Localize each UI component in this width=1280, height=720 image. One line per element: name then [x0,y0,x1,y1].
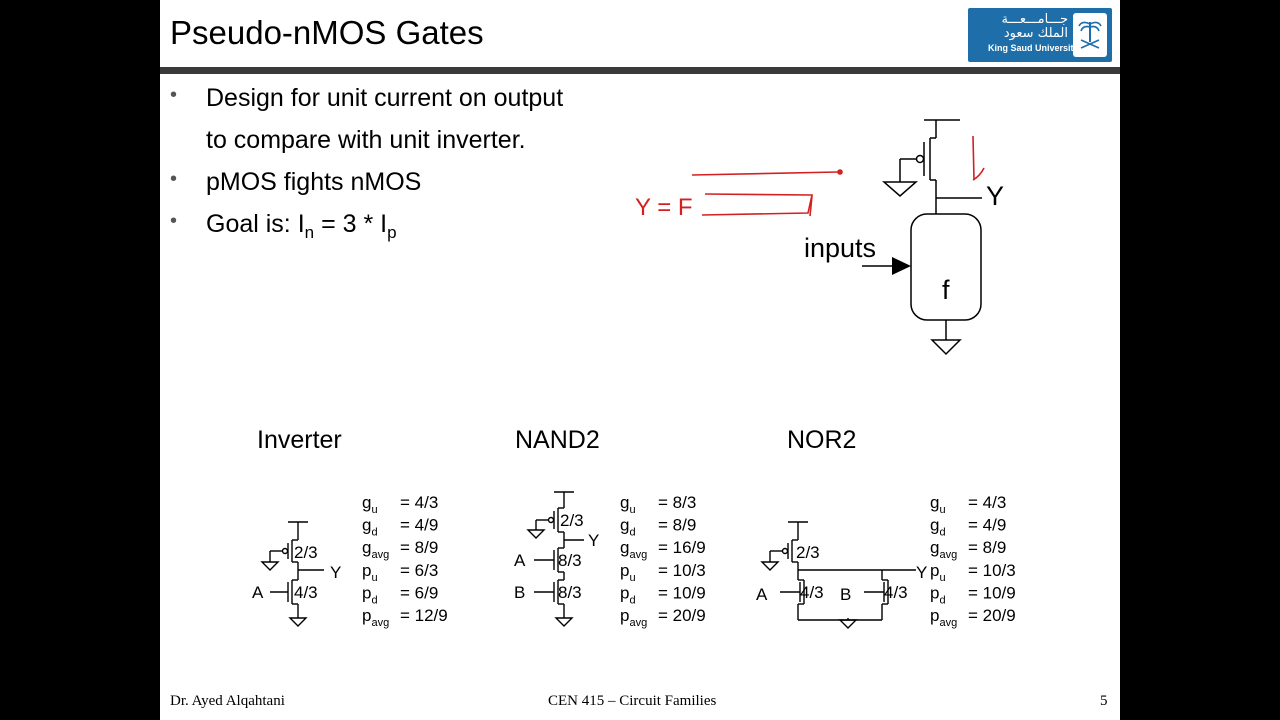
inverter-schematic: 2/3 4/3 A Y [252,521,341,627]
param-symbol: gd [930,516,946,539]
inputs-label: inputs [804,233,876,263]
param-symbol: pavg [930,606,957,629]
param-value: = 8/9 [968,538,1006,557]
param-value: = 8/3 [658,493,696,512]
param-symbol: gavg [362,538,389,561]
svg-text:2/3: 2/3 [294,543,318,562]
param-symbol: pu [930,561,946,584]
svg-text:4/3: 4/3 [884,583,908,602]
param-value: = 6/3 [400,561,438,580]
slide-title: Pseudo-nMOS Gates [170,14,484,51]
param-value: = 8/9 [400,538,438,557]
footer-page-number: 5 [1100,693,1108,709]
annotation-text: Y = F [635,194,693,221]
param-symbol: pd [930,583,946,606]
param-value: = 6/9 [400,583,438,602]
bullet-dot-icon: • [170,168,178,190]
param-symbol: pd [362,583,378,606]
param-value: = 4/3 [968,493,1006,512]
param-symbol: gd [620,516,636,539]
gate-title-inverter: Inverter [257,426,342,454]
footer-course: CEN 415 – Circuit Families [548,693,717,709]
bullet-dot-icon: • [170,84,178,106]
function-block-label: f [942,275,950,305]
svg-text:A: A [514,551,526,570]
gate-title-nand2: NAND2 [515,426,600,454]
title-rule [160,67,1120,74]
param-value: = 4/9 [400,516,438,535]
param-symbol: gd [362,516,378,539]
param-symbol: gavg [620,538,647,561]
svg-text:Y: Y [588,531,599,550]
param-value: = 12/9 [400,606,448,625]
svg-text:4/3: 4/3 [800,583,824,602]
svg-text:A: A [756,585,768,604]
svg-text:Y: Y [330,563,341,582]
svg-text:2/3: 2/3 [796,543,820,562]
nand2-schematic: 2/3 8/3 8/3 A B Y [514,491,599,627]
svg-text:2/3: 2/3 [560,511,584,530]
title-band [160,0,1120,67]
bullet-dot-icon: • [170,210,178,232]
svg-text:B: B [514,583,525,602]
slide: Pseudo-nMOS Gates جـــامـــعـــة الملك س… [160,0,1120,720]
param-symbol: pd [620,583,636,606]
output-label: Y [986,181,1004,211]
param-symbol: gavg [930,538,957,561]
param-value: = 10/3 [658,561,706,580]
nor2-schematic: 2/3 4/3 4/3 A B Y [756,521,927,629]
gate-title-nor2: NOR2 [787,426,857,454]
param-symbol: pu [362,561,378,584]
handwritten-annotation [691,135,985,217]
param-value: = 4/3 [400,493,438,512]
param-symbol: gu [930,493,946,516]
svg-text:8/3: 8/3 [558,583,582,602]
param-value: = 20/9 [968,606,1016,625]
svg-text:B: B [840,585,851,604]
param-value: = 10/9 [658,583,706,602]
palm-emblem-icon [1073,13,1107,57]
param-symbol: pu [620,561,636,584]
arrow-right-icon [892,257,911,275]
param-symbol: pavg [620,606,647,629]
logo-arabic-line2: الملك سعود [1003,26,1068,41]
param-symbol: gu [620,493,636,516]
svg-text:8/3: 8/3 [558,551,582,570]
svg-text:A: A [252,583,264,602]
param-value: = 20/9 [658,606,706,625]
svg-text:Y: Y [916,563,927,582]
param-value: = 16/9 [658,538,706,557]
param-symbol: pavg [362,606,389,629]
param-value: = 8/9 [658,516,696,535]
footer-author: Dr. Ayed Alqahtani [170,693,285,709]
logo-arabic-line1: جـــامـــعـــة [1001,12,1068,27]
param-value: = 10/3 [968,561,1016,580]
svg-text:4/3: 4/3 [294,583,318,602]
param-symbol: gu [362,493,378,516]
logo-english: King Saud University [988,43,1079,53]
param-value: = 10/9 [968,583,1016,602]
param-value: = 4/9 [968,516,1006,535]
parameter-tables: gu = 4/3 gd = 4/9 gavg = 8/9 pu = 6/3 pd = 6/9 pav… [362,493,1016,629]
university-logo: جـــامـــعـــة الملك سعود King Saud Univ… [968,8,1112,62]
pseudo-nmos-diagram: Y inputs f Y = F [635,119,1004,356]
